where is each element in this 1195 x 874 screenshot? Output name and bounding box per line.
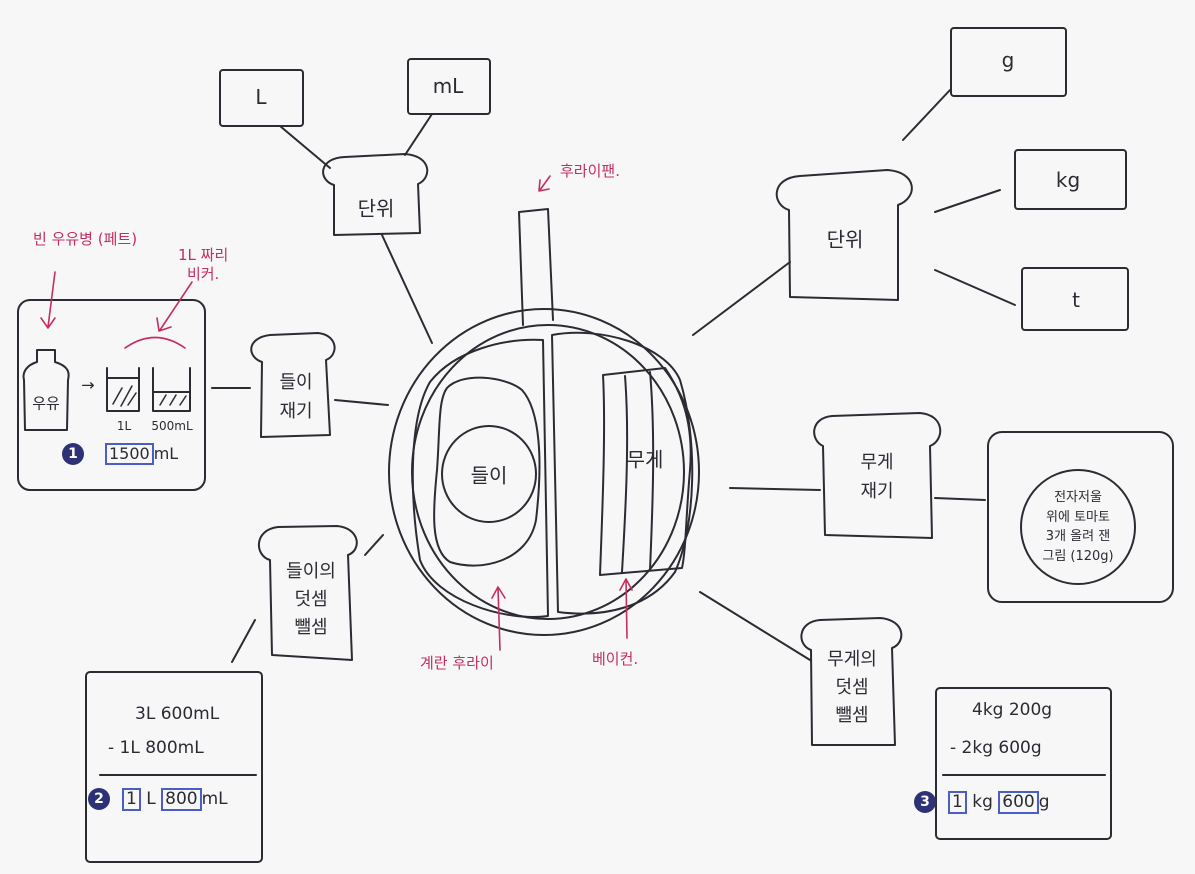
unit-ml: mL [432,74,464,98]
bread-addsub-mass [800,617,903,746]
mass-ans-kg-box: 1 [948,791,967,814]
annotation-egg: 계란 후라이 [420,654,494,672]
box-kg [1014,149,1127,210]
unit-t: t [1072,288,1080,312]
arrow-bottle [40,271,56,329]
annotation-pan: 후라이팬. [560,162,620,180]
egg-label: 들이 [470,463,508,488]
bread-measure-vol [250,332,336,438]
addsub-mass-label: 무게의 덧셈 뺄셈 [827,649,877,726]
scale-circle [1020,469,1136,585]
vol-calc-line1: 3L 600mL [135,704,220,724]
egg-white [433,376,541,567]
mass-calc-line1: 4kg 200g [972,700,1053,720]
egg-yolk [441,425,537,523]
beaker-500 [152,367,191,412]
measure-mass-label: 무게 재기 [860,452,894,502]
arrow-beaker [156,281,193,332]
pan-handle [518,208,554,326]
milk-answer-unit: mL [153,444,179,463]
units-mass-title: 단위 [826,227,864,252]
vol-ans-l-box: 1 [122,788,141,811]
arrow-bacon [619,578,633,639]
transfer-arrow: → [81,375,95,395]
milk-panel [17,299,206,491]
addsub-vol-label: 들이의 덧셈 뺄셈 [286,561,336,638]
unit-g: g [1001,48,1015,72]
beaker-arc [124,336,186,349]
mass-calc-line2: - 2kg 600g [950,738,1042,758]
egg-section [411,338,549,618]
box-ml [407,58,491,115]
vol-ans-ml-unit: mL [201,789,228,809]
unit-l: L [255,85,267,109]
box-g [950,27,1067,97]
annotation-beaker: 1L 짜리 비커. [178,246,229,283]
annotation-bacon: 베이컨. [592,650,639,668]
box-l [219,69,304,127]
marker-1: 1 [62,443,84,465]
bacon-strip [599,367,692,576]
marker-2: 2 [88,788,110,810]
mass-ans-g-box: 600 [998,791,1039,814]
scale-description: 전자저울 위에 토마토 3개 올려 잰 그림 (120g) [1042,490,1114,564]
bread-addsub-vol [257,525,358,661]
arrow-egg [491,586,506,651]
milk-answer-box: 1500 [105,443,154,465]
milk-label: 우유 [32,394,60,413]
mass-ans-g-unit: g [1038,792,1050,812]
measure-vol-label: 들이 재기 [279,372,313,422]
milk-bottle [22,349,70,431]
units-vol-title: 단위 [357,196,395,221]
bacon-stripe-2 [649,371,655,571]
beaker-1l-label: 1L [116,419,132,433]
frying-pan [388,208,700,636]
box-t [1021,267,1129,331]
bacon-label: 무게 [626,447,664,472]
scale-panel [987,431,1174,603]
unit-kg: kg [1055,168,1081,192]
vol-ans-l-unit: L [146,789,156,809]
bread-measure-mass [813,412,942,539]
arrow-pan [538,175,551,192]
beaker-500-label: 500mL [151,419,193,433]
bacon-section [551,331,694,615]
vol-calc-line2: - 1L 800mL [108,738,204,758]
bread-units-mass [775,169,913,301]
pan-outer-rim [388,308,700,636]
vol-calc-panel [85,671,263,863]
mass-ans-kg-unit: kg [972,792,993,812]
mass-calc-panel [935,687,1112,840]
marker-3: 3 [914,791,936,813]
bacon-stripe-1 [621,375,629,573]
vol-ans-ml-box: 800 [161,788,202,811]
beaker-1l [106,367,140,412]
annotation-bottle: 빈 우유병 (페트) [33,230,138,248]
